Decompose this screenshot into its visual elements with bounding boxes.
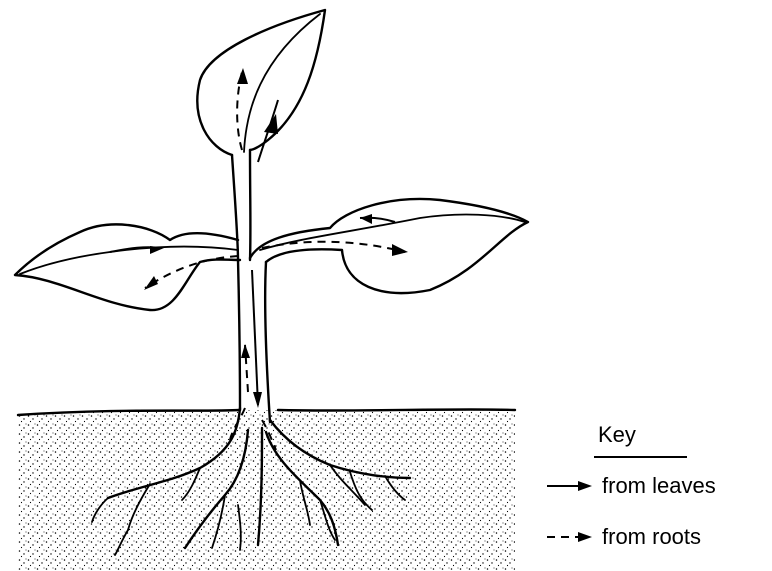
top-leaf bbox=[197, 10, 325, 155]
key-label-from-leaves: from leaves bbox=[602, 473, 716, 499]
key-title: Key bbox=[598, 422, 636, 448]
left-leaf bbox=[15, 224, 240, 310]
key-dashed-arrow-icon bbox=[547, 532, 592, 542]
key-underline bbox=[594, 456, 687, 458]
right-leaf bbox=[250, 199, 528, 293]
stem bbox=[232, 150, 270, 422]
key-solid-arrow-icon bbox=[547, 481, 592, 491]
key-label-from-roots: from roots bbox=[602, 524, 701, 550]
